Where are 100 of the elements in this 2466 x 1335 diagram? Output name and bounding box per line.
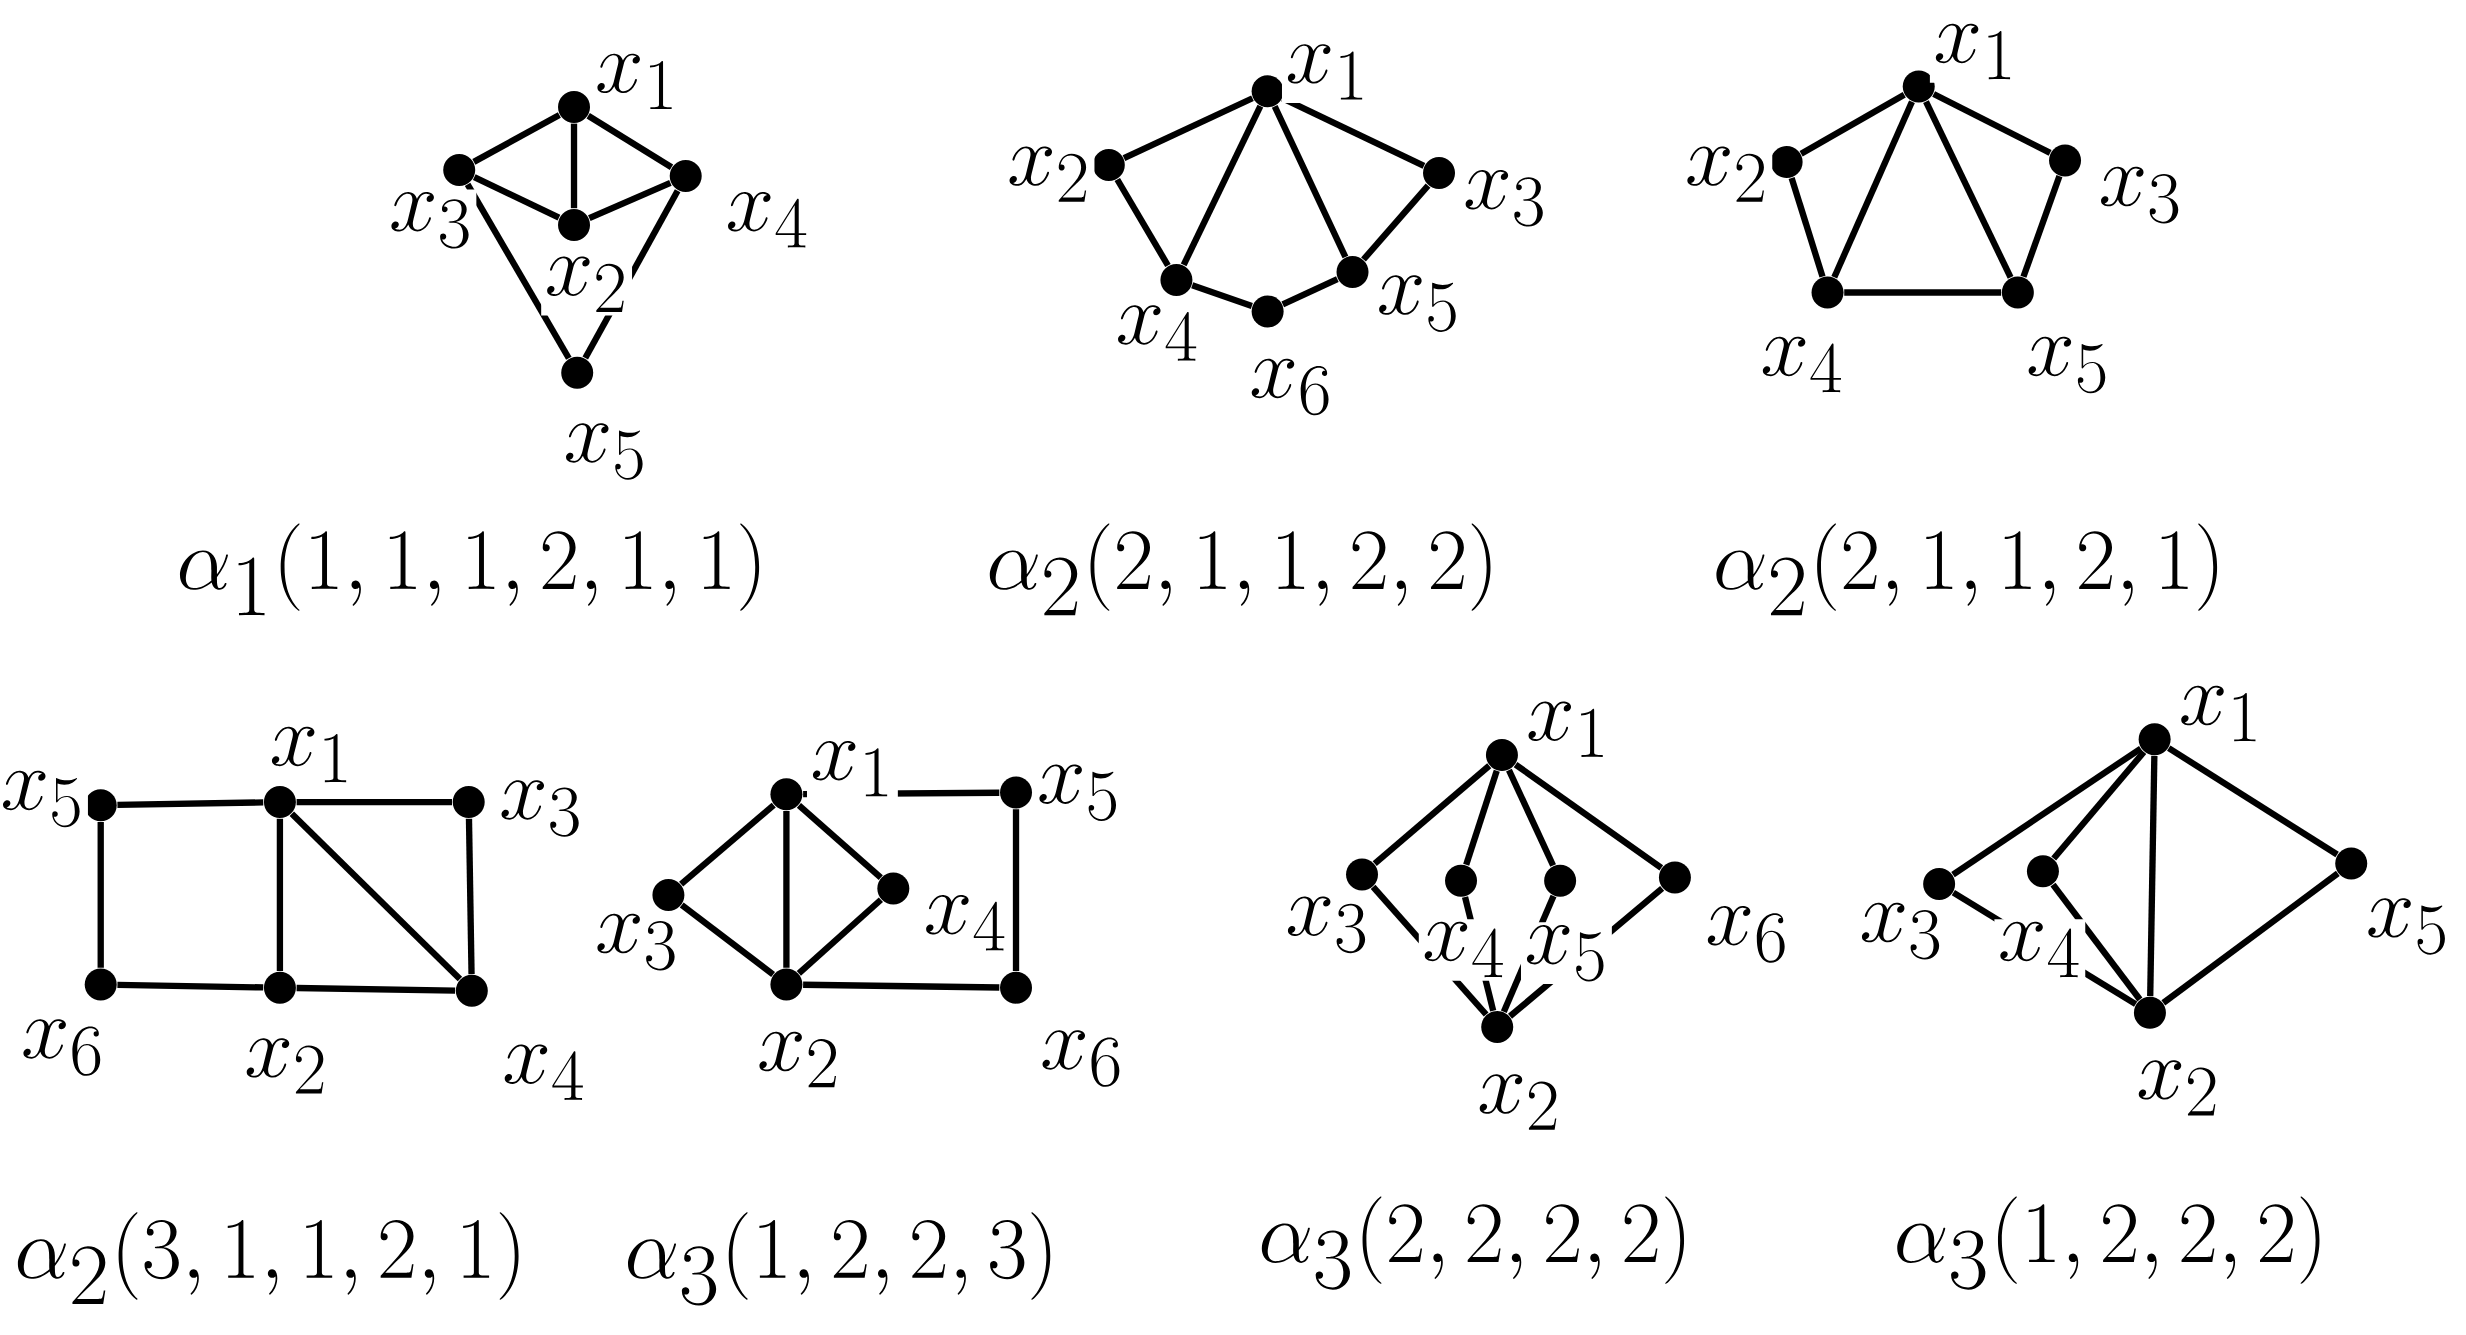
vertex-dot xyxy=(1658,861,1691,894)
graph-edge xyxy=(2051,749,2147,861)
vertex-dot xyxy=(452,786,485,819)
vertex-label: $x_1$ xyxy=(591,51,683,113)
graph-edge xyxy=(117,981,264,991)
graph-edge xyxy=(1122,95,1254,161)
graph-edge xyxy=(1932,91,2052,156)
vertex-dot xyxy=(1902,70,1935,103)
graph-edge xyxy=(1799,92,1906,157)
vertex-label: $x_4$ xyxy=(1112,302,1203,365)
vertex-label: $x_2$ xyxy=(1003,143,1095,206)
vertex-dot xyxy=(1251,295,1284,328)
graph-edge xyxy=(97,821,104,968)
vertex-label: $x_4$ xyxy=(722,189,813,251)
graph-edge xyxy=(1788,177,1826,278)
vertex-dot xyxy=(1346,858,1378,891)
graph-caption: $\alpha_2(2,1,1,2,1)$ xyxy=(1716,523,2218,616)
vertex-label: $x_2$ xyxy=(541,253,633,316)
graph-edge xyxy=(1951,745,2143,878)
graph-caption: $\alpha_3(1,2,2,3)$ xyxy=(628,1212,1051,1306)
graph-caption: $\alpha_3(1,2,2,2)$ xyxy=(1897,1196,2320,1290)
vertex-dot xyxy=(443,153,476,186)
vertex-label: $x_6$ xyxy=(1701,903,1793,965)
vertex-label: $x_1$ xyxy=(1282,41,1373,104)
graph-edge xyxy=(1923,100,2014,279)
vertex-label: $x_1$ xyxy=(1522,698,1614,761)
graph-edge xyxy=(1506,768,1556,867)
vertex-dot xyxy=(2049,144,2082,177)
vertex-dot xyxy=(558,208,590,241)
vertex-dot xyxy=(1000,776,1032,809)
vertex-label: $x_1$ xyxy=(807,738,898,800)
graph-edge xyxy=(2020,175,2063,278)
vertex-dot xyxy=(770,778,803,811)
vertex-label: $x_3$ xyxy=(591,911,683,973)
vertex-dot xyxy=(558,90,590,123)
vertex-label: $x_6$ xyxy=(1245,356,1337,418)
graph-edge xyxy=(1180,104,1264,267)
graph-caption: $\alpha_2(3,1,1,2,1)$ xyxy=(17,1212,519,1305)
vertex-label: $x_5$ xyxy=(2362,895,2454,958)
vertex-label: $x_3$ xyxy=(1459,167,1551,229)
graph-edge xyxy=(1463,769,1500,866)
vertex-dot xyxy=(263,786,296,819)
vertex-dot xyxy=(1481,1011,1514,1043)
graph-edge xyxy=(472,174,561,221)
graph-edge xyxy=(783,810,790,968)
vertex-label: $x_3$ xyxy=(1282,893,1373,956)
vertex-label: $x_5$ xyxy=(1521,922,1612,984)
graph-edge xyxy=(1844,289,2002,296)
vertex-label: $x_5$ xyxy=(0,768,88,830)
vertex-dot xyxy=(2133,996,2166,1029)
vertex-dot xyxy=(877,872,910,905)
vertex-dot xyxy=(455,974,488,1007)
graph-edge xyxy=(679,902,776,977)
graph-caption: $\alpha_3(2,2,2,2)$ xyxy=(1261,1196,1685,1290)
vertex-label: $x_5$ xyxy=(560,420,651,483)
vertex-label: $x_6$ xyxy=(1036,1027,1128,1090)
vertex-dot xyxy=(1445,864,1478,897)
graph-edge xyxy=(2161,870,2340,1006)
vertex-dot xyxy=(1770,146,1803,178)
vertex-label: $x_5$ xyxy=(2022,334,2114,396)
vertex-dot xyxy=(1423,157,1455,189)
graph-edge xyxy=(464,182,572,360)
vertex-label: $x_4$ xyxy=(1418,919,1510,981)
vertex-dot xyxy=(2001,276,2034,309)
vertex-label: $x_3$ xyxy=(495,777,587,840)
vertex-dot xyxy=(1923,867,1956,900)
graph-edge xyxy=(2050,882,2143,1002)
vertex-dot xyxy=(1811,276,1844,309)
vertex-dot xyxy=(652,878,685,911)
vertex-dot xyxy=(2026,855,2059,888)
vertex-dot xyxy=(1336,256,1369,289)
graph-edge xyxy=(1513,762,1664,871)
vertex-label: $x_5$ xyxy=(1373,272,1465,335)
graph-edge xyxy=(1271,104,1349,259)
graph-edge xyxy=(1372,763,1492,866)
vertex-label: $x_4$ xyxy=(1756,334,1848,396)
graph-edge xyxy=(2167,745,2339,858)
graph-edge xyxy=(679,802,776,887)
graph-edge xyxy=(796,897,883,976)
graph-edge xyxy=(465,818,475,975)
vertex-label: $x_4$ xyxy=(920,892,1012,954)
vertex-label: $x_5$ xyxy=(1033,761,1125,824)
vertex-dot xyxy=(84,968,117,1001)
vertex-label: $x_2$ xyxy=(240,1035,332,1098)
graph-caption: $\alpha_2(2,1,1,2,2)$ xyxy=(989,523,1491,616)
vertex-label: $x_4$ xyxy=(498,1041,590,1104)
graph-edge xyxy=(570,123,578,209)
graph-edge xyxy=(289,811,463,982)
vertex-label: $x_3$ xyxy=(385,189,477,251)
vertex-dot xyxy=(2138,723,2171,756)
graph-edge xyxy=(1191,282,1253,309)
vertex-dot xyxy=(561,356,594,389)
graph-edge xyxy=(796,802,883,880)
graph-edge xyxy=(1831,100,1915,279)
graph-edge xyxy=(1281,276,1339,308)
vertex-label: $x_1$ xyxy=(2175,683,2267,745)
vertex-dot xyxy=(1092,149,1125,182)
vertex-dot xyxy=(770,968,803,1001)
vertex-dot xyxy=(1251,75,1284,108)
graph-edge xyxy=(472,112,561,165)
